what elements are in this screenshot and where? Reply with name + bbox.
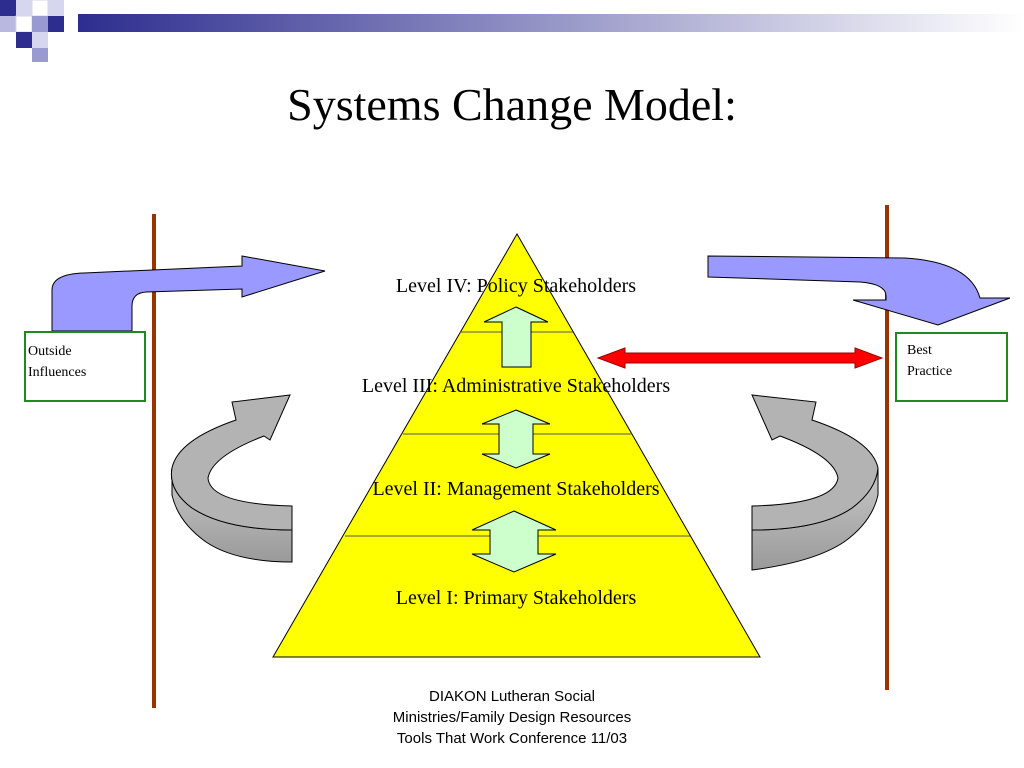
best-practice-line1: Best: [907, 343, 932, 358]
corner-square: [15, 15, 33, 33]
curved-arrow-blue-left: [51, 255, 326, 332]
credit-line: Tools That Work Conference 11/03: [396, 730, 628, 747]
slide-title: Systems Change Model:: [287, 79, 737, 130]
circular-arrow-gray-right: [751, 394, 879, 531]
corner-square: [48, 16, 64, 32]
level-iv-label: Level IV: Policy Stakeholders: [395, 275, 637, 297]
credit-line: DIAKON Lutheran Social: [429, 688, 595, 705]
level-i-label: Level I: Primary Stakeholders: [395, 587, 637, 609]
outside-influences-line2: Influences: [28, 365, 87, 380]
best-practice-box: Best Practice: [895, 332, 1008, 402]
outside-influences-box: Outside Influences: [24, 331, 146, 402]
corner-square: [0, 0, 16, 16]
level-ii-label: Level II: Management Stakeholders: [372, 478, 660, 500]
up-arrow-green: [483, 306, 549, 368]
double-arrow-red: [596, 347, 884, 369]
double-arrow-green: [481, 409, 551, 469]
best-practice-line2: Practice: [907, 364, 953, 379]
credit-footer: DIAKON Lutheran Social Ministries/Family…: [340, 686, 684, 749]
corner-square: [0, 16, 16, 32]
double-arrow-green: [471, 510, 557, 573]
corner-square: [32, 32, 48, 48]
corner-decoration: [0, 0, 1024, 62]
credit-line: Ministries/Family Design Resources: [392, 709, 632, 726]
curved-arrow-blue-right: [707, 255, 1011, 326]
circular-arrow-gray-left: [170, 394, 293, 531]
level-iii-label: Level III: Administrative Stakeholders: [361, 375, 671, 397]
corner-square: [16, 32, 32, 48]
corner-square: [48, 0, 64, 16]
corner-square: [31, 0, 49, 17]
corner-square: [32, 48, 48, 62]
corner-square: [16, 0, 32, 16]
corner-square: [32, 16, 48, 32]
header-gradient-band: [78, 14, 1024, 32]
outside-influences-line1: Outside: [28, 344, 72, 359]
